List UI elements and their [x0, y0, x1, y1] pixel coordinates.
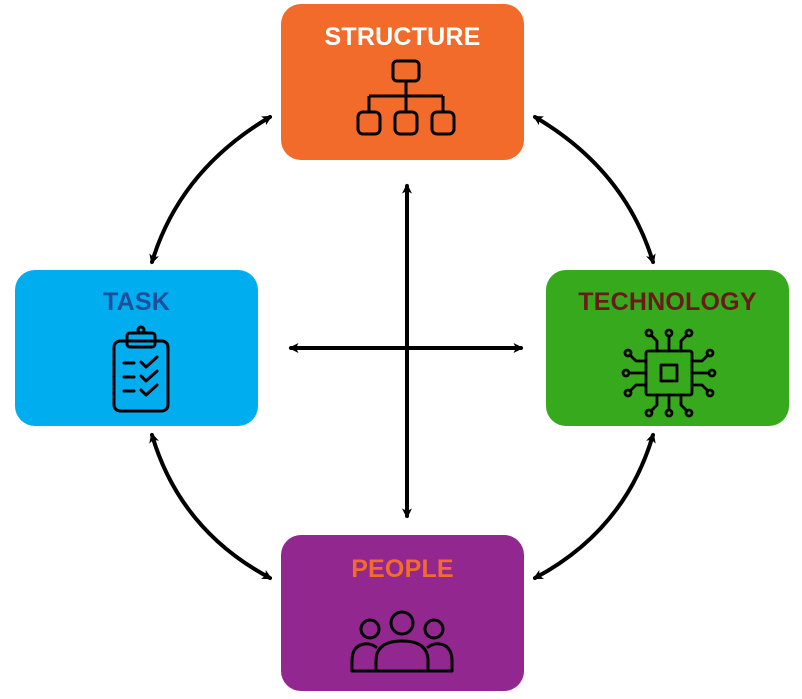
technology-title: TECHNOLOGY [578, 288, 757, 316]
technology-node: TECHNOLOGY [546, 270, 789, 426]
people-title: PEOPLE [351, 555, 454, 583]
arrow-technology-people [532, 432, 656, 580]
arrow-people-task [149, 432, 273, 580]
people-node: PEOPLE [281, 535, 524, 691]
people-group-icon [350, 609, 454, 673]
task-title: TASK [103, 288, 170, 316]
clipboard-checklist-icon [111, 325, 171, 415]
arrow-structure-technology [532, 115, 656, 265]
microchip-icon [619, 327, 719, 419]
structure-title: STRUCTURE [324, 23, 481, 51]
structure-node: STRUCTURE [281, 4, 524, 160]
arrow-task-structure [149, 115, 273, 265]
task-node: TASK [15, 270, 258, 426]
org-chart-icon [356, 58, 456, 142]
